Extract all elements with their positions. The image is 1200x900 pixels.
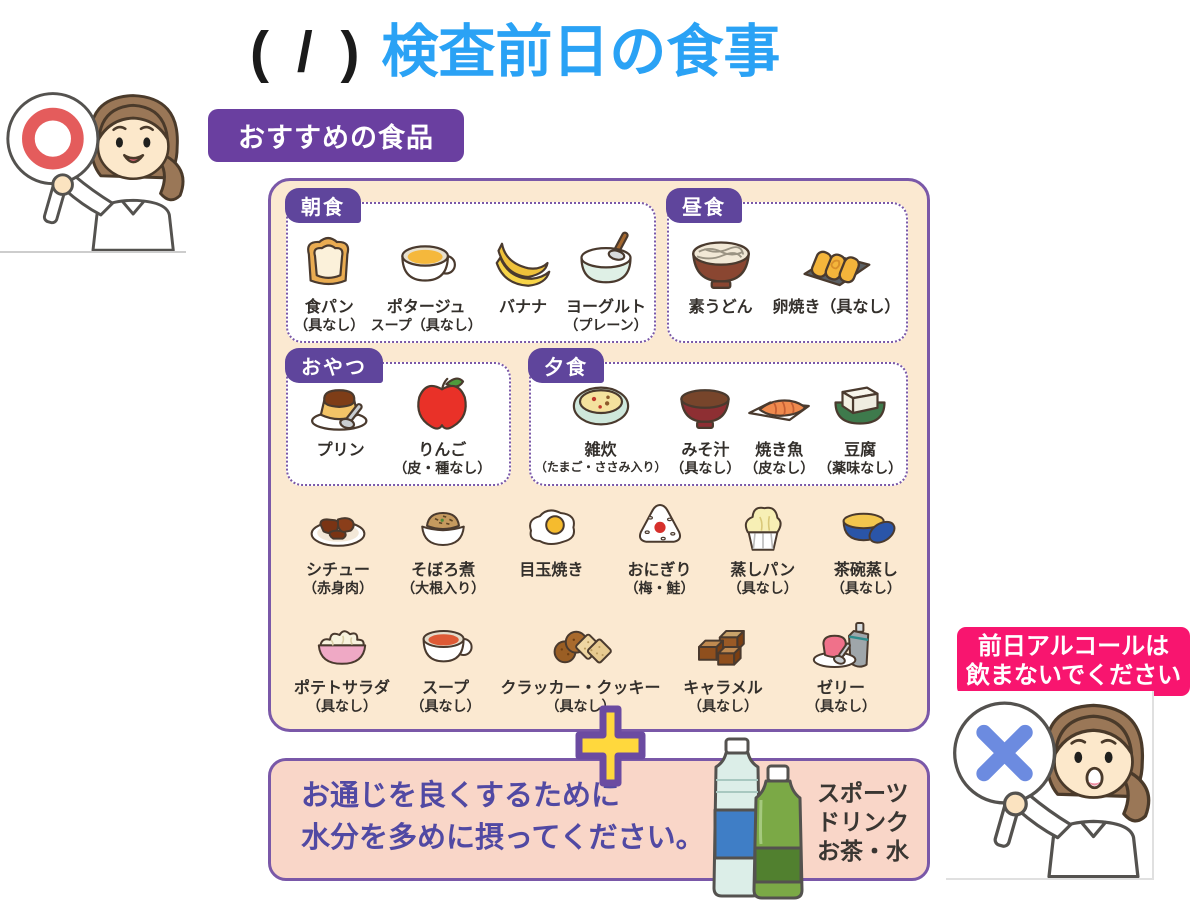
section-dinner-label: 夕食 [528,348,604,383]
tamagoyaki-icon [803,250,871,287]
title-date-blank: ( / ) [250,20,366,84]
alcohol-warning-badge: 前日アルコールは 飲まないでください [957,627,1190,696]
food-onigiri: おにぎり （梅・鮭） [608,497,712,598]
section-lunch: 昼食 素うどん [666,188,908,343]
grilled-fish-icon [748,399,811,421]
food-pudding: プリン [306,371,376,478]
nurse-ok-illustration [0,83,186,253]
hydration-line2: 水分を多めに摂ってください。 [301,822,705,854]
food-miso-soup: みそ汁 （具なし） [670,371,740,478]
food-crackers: クラッカー・クッキー （具なし） [493,615,668,716]
food-stew: シチュー （赤身肉） [286,497,390,598]
section-snack: おやつ プリン [285,348,511,486]
nurse-ng-illustration [946,691,1154,880]
chawanmushi-icon [842,512,896,544]
tofu-icon [834,386,886,425]
food-potato-salad: ポテトサラダ （具なし） [286,615,398,716]
fried-egg-icon [529,509,576,545]
zosui-icon [572,386,629,426]
drink-item: スポーツ [817,780,909,806]
food-fried-egg: 目玉焼き [496,497,606,598]
ng-paddle-icon [953,701,1057,805]
food-chawanmushi: 茶碗蒸し （具なし） [814,497,918,598]
drink-item: ドリンク [817,809,909,835]
food-bread: 食パン （具なし） [294,228,364,335]
potato-salad-icon [317,630,367,665]
food-caramel: キャラメル （具なし） [668,615,778,716]
hydration-message: お通じを良くするために 水分を多めに摂ってください。 [301,775,705,859]
alcohol-warning-line1: 前日アルコールは [977,633,1170,660]
drink-list: スポーツ ドリンク お茶・水 [817,779,909,866]
recommended-foods-badge: おすすめの食品 [208,109,464,162]
caramel-icon [698,630,745,666]
onigiri-icon [638,504,681,543]
udon-icon [691,241,750,289]
food-steamed-bun: 蒸しパン （具なし） [713,497,813,598]
section-lunch-label: 昼食 [666,188,742,223]
food-apple: りんご （皮・種なし） [393,371,491,478]
bread-icon [307,236,350,285]
apple-icon [417,377,468,430]
hydration-line1: お通じを良くするために [301,780,621,812]
extra-foods-row-2: ポテトサラダ （具なし） スープ （具なし） [286,615,904,716]
section-snack-label: おやつ [285,348,383,383]
food-udon: 素うどん [675,224,767,335]
drink-item: お茶・水 [817,838,909,864]
steamed-bun-icon [744,506,782,551]
section-breakfast: 朝食 食パン （具なし） ポ [285,188,656,343]
page-title: ( / ) 検査前日の食事 [250,6,780,88]
yogurt-icon [580,231,632,284]
stew-icon [310,517,366,547]
recommended-foods-panel: 朝食 食パン （具なし） ポ [268,178,930,732]
food-grilled-fish: 焼き魚 （皮なし） [744,371,814,478]
title-text: 検査前日の食事 [381,20,781,84]
soup-icon [422,630,473,663]
crackers-icon [553,630,612,664]
nurse-ok-drawing [6,92,185,251]
alcohol-warning-line2: 飲まないでください [965,662,1182,689]
food-soup: スープ （具なし） [398,615,493,716]
ok-paddle-icon [6,92,100,186]
nurse-ng-drawing [953,701,1151,878]
banana-icon [495,242,551,287]
potage-soup-icon [401,245,457,282]
section-dinner: 夕食 雑炊 （たまご・ささみ入り） [528,348,908,486]
jelly-icon [812,622,870,668]
hydration-panel: お通じを良くするために 水分を多めに摂ってください。 スポーツ ドリンク お茶・… [268,758,930,881]
miso-soup-icon [680,388,731,429]
section-breakfast-label: 朝食 [285,188,361,223]
food-tofu: 豆腐 （薬味なし） [818,371,902,478]
food-tamagoyaki: 卵焼き（具なし） [772,224,900,335]
food-zosui: 雑炊 （たまご・ささみ入り） [535,371,667,478]
plus-icon [575,705,646,787]
drink-bottles-icon [712,737,804,900]
food-jelly: ゼリー （具なし） [778,615,904,716]
food-soboro: そぼろ煮 （大根入り） [391,497,495,598]
food-potage: ポタージュ スープ（具なし） [371,228,482,335]
food-banana: バナナ [488,228,558,335]
extra-foods-row-1: シチュー （赤身肉） そぼろ煮 （大根入り） 目玉焼き [286,497,918,598]
pudding-icon [310,388,368,431]
food-yogurt: ヨーグルト （プレーン） [564,228,648,335]
soboro-icon [421,512,465,546]
